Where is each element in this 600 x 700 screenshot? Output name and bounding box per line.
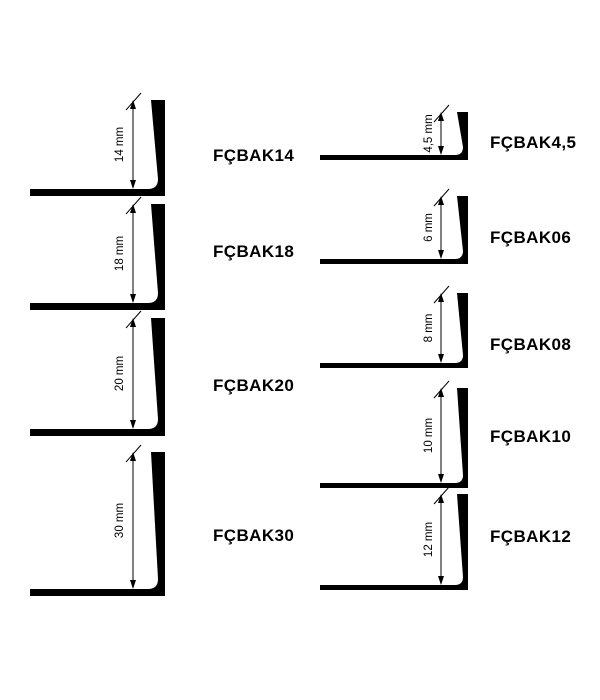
dimension-text: 8 mm	[423, 314, 435, 343]
profile-label-fcbak06: FÇBAK06	[490, 228, 572, 247]
dimension-arrow-bottom	[130, 294, 136, 303]
dimension-arrow-top	[130, 100, 136, 109]
profile-label-fcbak45: FÇBAK4,5	[490, 133, 577, 152]
dimension-arrow-top	[130, 452, 136, 461]
dimension-arrow-bottom	[438, 250, 444, 259]
dimension-arrow-top	[438, 293, 444, 302]
dimension-arrow-top	[130, 318, 136, 327]
dimension-arrow-bottom	[438, 354, 444, 363]
profile-shape	[30, 452, 165, 596]
dimension-arrow-top	[130, 204, 136, 213]
dimension-extension-tick	[433, 104, 450, 123]
profile-shape	[320, 494, 468, 590]
dimension-arrow-bottom	[130, 420, 136, 429]
profile-shape	[30, 318, 165, 436]
profile-label-fcbak18: FÇBAK18	[213, 242, 295, 261]
dimension-extension-tick	[433, 486, 450, 505]
dimension-arrow-bottom	[438, 576, 444, 585]
dimension-text: 18 mm	[114, 236, 126, 271]
profile-drawing-fcbak45: 4,5 mm	[320, 104, 468, 160]
dimension-text: 4,5 mm	[423, 114, 435, 152]
dimension-extension-tick	[433, 380, 450, 399]
dimension-extension-tick	[125, 444, 142, 463]
dimension-arrow-bottom	[438, 146, 444, 155]
dimension-extension-tick	[433, 188, 450, 207]
profile-shape	[30, 100, 165, 196]
dimension-arrow-top	[438, 494, 444, 503]
profile-drawing-fcbak08: 8 mm	[320, 285, 468, 368]
dimension-text: 30 mm	[114, 503, 126, 538]
dimension-arrow-top	[438, 388, 444, 397]
profile-drawing-fcbak20: 20 mm	[30, 310, 165, 436]
profile-drawing-fcbak06: 6 mm	[320, 188, 468, 264]
profile-drawing-fcbak10: 10 mm	[320, 380, 468, 488]
dimension-extension-tick	[125, 310, 142, 329]
profile-label-fcbak12: FÇBAK12	[490, 527, 572, 546]
profile-drawing-fcbak12: 12 mm	[320, 486, 468, 590]
profile-label-fcbak20: FÇBAK20	[213, 376, 295, 395]
profile-shape	[320, 293, 468, 368]
profile-label-fcbak14: FÇBAK14	[213, 146, 295, 165]
profile-drawing-fcbak18: 18 mm	[30, 196, 165, 310]
dimension-extension-tick	[125, 196, 142, 215]
profile-drawing-fcbak30: 30 mm	[30, 444, 165, 596]
dimension-extension-tick	[433, 285, 450, 304]
dimension-text: 6 mm	[423, 213, 435, 242]
dimension-extension-tick	[125, 92, 142, 111]
dimension-text: 10 mm	[423, 418, 435, 453]
profile-label-fcbak30: FÇBAK30	[213, 526, 295, 545]
profile-drawing-fcbak14: 14 mm	[30, 92, 165, 196]
profile-label-fcbak10: FÇBAK10	[490, 427, 572, 446]
dimension-arrow-top	[438, 196, 444, 205]
profile-shape	[30, 204, 165, 310]
dimension-arrow-bottom	[130, 580, 136, 589]
dimension-arrow-top	[438, 112, 444, 121]
dimension-arrow-bottom	[438, 474, 444, 483]
profile-shape	[320, 388, 468, 488]
dimension-text: 14 mm	[114, 127, 126, 162]
profile-shape	[320, 112, 468, 160]
dimension-text: 12 mm	[423, 522, 435, 557]
profile-label-fcbak08: FÇBAK08	[490, 335, 572, 354]
profile-shape	[320, 196, 468, 264]
dimension-arrow-bottom	[130, 180, 136, 189]
dimension-text: 20 mm	[114, 356, 126, 391]
